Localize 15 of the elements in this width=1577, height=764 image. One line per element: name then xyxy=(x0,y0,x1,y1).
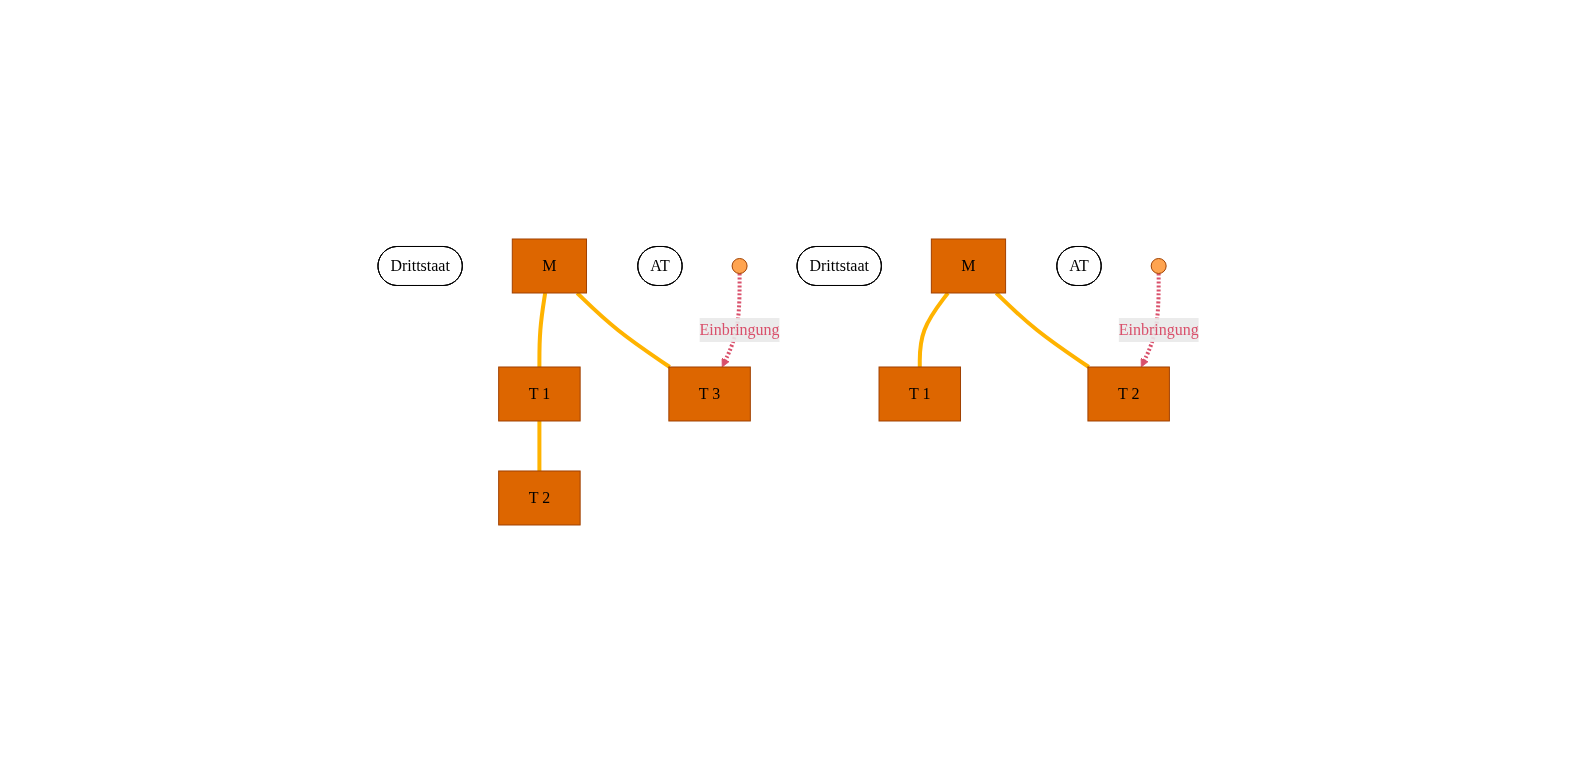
node-circle xyxy=(731,258,748,274)
arrow xyxy=(721,273,742,368)
node-box: T 1 xyxy=(878,366,962,422)
node-box: T 1 xyxy=(498,366,581,422)
edge-label: Einbringung xyxy=(699,321,780,338)
node-box: T 3 xyxy=(668,366,751,422)
connector xyxy=(537,292,548,367)
node-box: M xyxy=(511,238,588,294)
node-box: M xyxy=(931,238,1007,294)
node-box: T 2 xyxy=(1087,366,1171,422)
edge-label: Einbringung xyxy=(1118,321,1199,338)
node-circle xyxy=(1150,258,1167,274)
node-box: T 2 xyxy=(498,470,581,526)
connector xyxy=(537,421,542,471)
arrow xyxy=(1140,273,1161,368)
